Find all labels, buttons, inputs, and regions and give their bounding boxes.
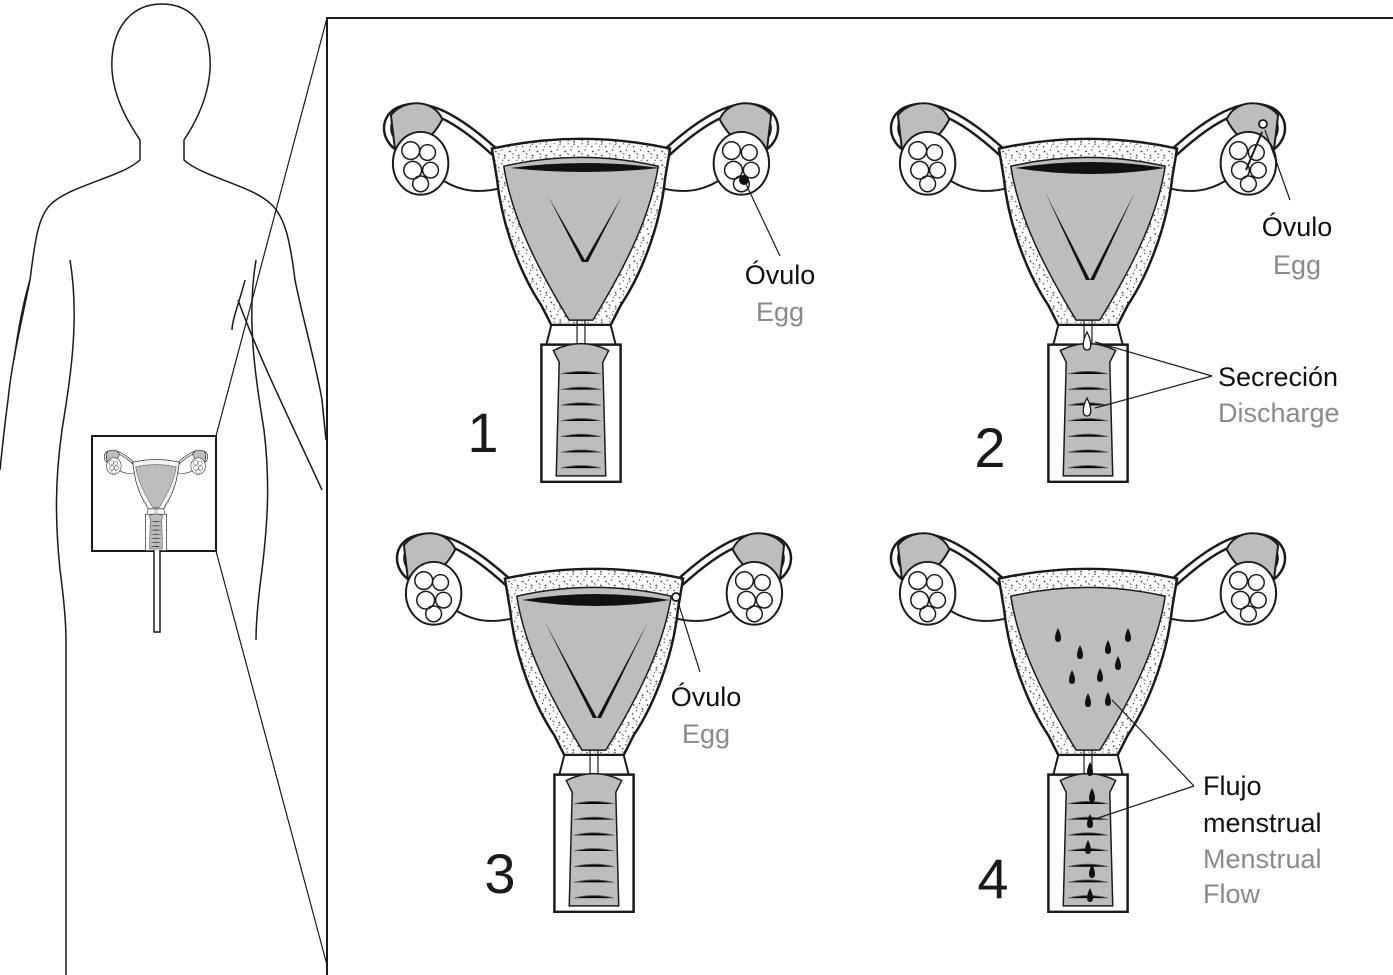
uterus-1 <box>388 103 775 482</box>
panel-2: Óvulo Egg Secreción Discharge 2 <box>895 103 1340 482</box>
egg-3-marker <box>672 593 680 601</box>
egg-1-leader <box>746 184 780 256</box>
menstrual-label-en-1: Menstrual <box>1203 844 1322 874</box>
discharge-label-es: Secreción <box>1218 362 1338 392</box>
panel-4: Flujo menstrual Menstrual Flow 4 <box>895 533 1322 912</box>
egg-2-label-es: Óvulo <box>1262 211 1333 242</box>
zoom-line-top <box>216 18 327 436</box>
menstrual-label-es-1: Flujo <box>1203 771 1262 801</box>
egg-3-leader <box>678 602 700 672</box>
panel-1: Óvulo Egg 1 <box>388 103 816 482</box>
egg-1-label-en: Egg <box>756 297 804 327</box>
egg-1-marker <box>739 175 749 185</box>
panel-1-number: 1 <box>467 401 498 464</box>
menstrual-label-en-2: Flow <box>1203 879 1261 909</box>
zoom-line-bottom <box>216 551 327 965</box>
panel-3: Óvulo Egg 3 <box>401 533 788 912</box>
panel-3-number: 3 <box>484 842 515 905</box>
egg-2-marker <box>1259 120 1267 128</box>
egg-1-label-es: Óvulo <box>745 259 816 290</box>
discharge-label-en: Discharge <box>1218 398 1340 428</box>
inset-tail <box>154 550 160 632</box>
egg-3-label-es: Óvulo <box>671 681 742 712</box>
panel-2-number: 2 <box>974 416 1005 479</box>
egg-2-label-en: Egg <box>1273 250 1321 280</box>
menstrual-label-es-2: menstrual <box>1203 808 1322 838</box>
egg-3-label-en: Egg <box>682 719 730 749</box>
panel-4-number: 4 <box>977 847 1008 910</box>
